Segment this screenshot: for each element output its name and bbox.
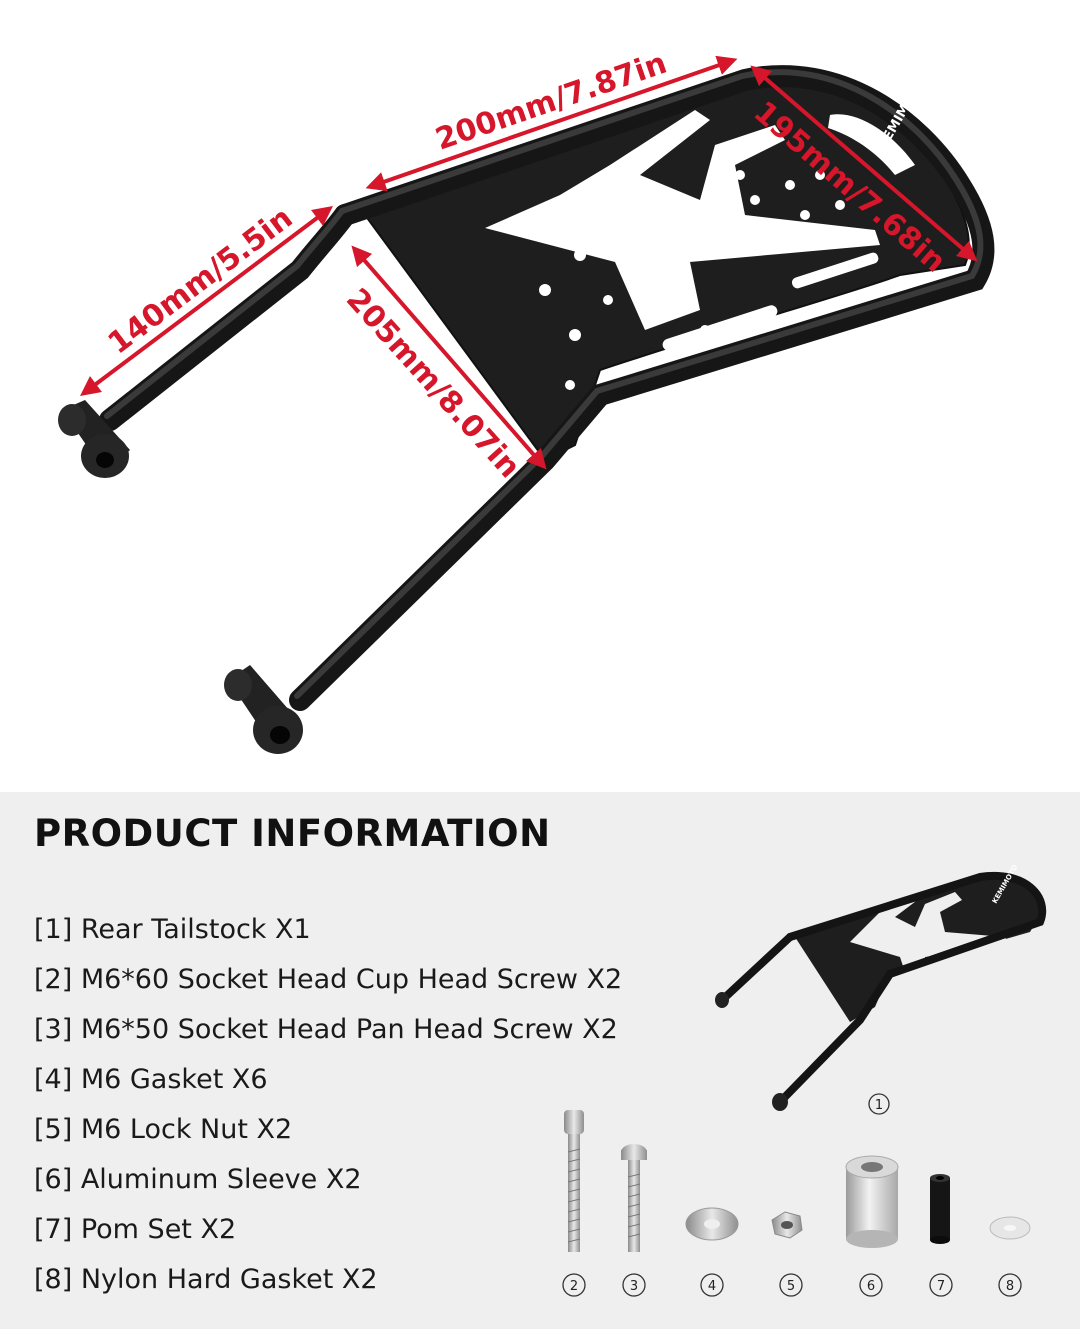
screw-m6-60 — [564, 1110, 584, 1252]
lock-nut-m6 — [771, 1211, 803, 1239]
list-item: [5] M6 Lock Nut X2 — [34, 1114, 293, 1145]
dimension-arrows — [80, 55, 978, 470]
callout-circle — [868, 1093, 890, 1115]
list-item: [8] Nylon Hard Gasket X2 — [34, 1264, 378, 1295]
list-item: [3] M6*50 Socket Head Pan Head Screw X2 — [34, 1014, 618, 1045]
product-information-panel: PRODUCT INFORMATION [1] Rear Tailstock X… — [0, 792, 1080, 1329]
list-item: [4] M6 Gasket X6 — [34, 1064, 268, 1095]
nylon-gasket — [989, 1216, 1031, 1240]
callout-number: 4 — [708, 1279, 716, 1294]
callout-number: 5 — [787, 1279, 795, 1294]
list-item: [7] Pom Set X2 — [34, 1214, 237, 1245]
hardware-parts: 2 3 4 5 6 7 8 — [562, 1110, 1031, 1297]
arrow-205mm — [351, 245, 547, 470]
list-item: [6] Aluminum Sleeve X2 — [34, 1164, 362, 1195]
arrow-140mm — [80, 205, 333, 397]
list-item: [1] Rear Tailstock X1 — [34, 914, 311, 945]
callout-number: 7 — [937, 1279, 945, 1294]
callout-number: 1 — [875, 1098, 883, 1113]
rack-thumbnail: KEMIMOTO 1 — [715, 863, 1047, 1115]
product-hero: KEMIMOTO 200mm/7.87in 195mm/7.68in 140mm… — [58, 45, 995, 754]
arrow-200mm — [365, 55, 738, 192]
callout-number: 8 — [1006, 1279, 1014, 1294]
callout-number: 2 — [570, 1279, 578, 1294]
callout-circles — [562, 1273, 1022, 1297]
parts-list: [1] Rear Tailstock X1 [2] M6*60 Socket H… — [34, 905, 622, 1305]
pom-sleeve — [930, 1174, 950, 1244]
section-title: PRODUCT INFORMATION — [34, 812, 551, 855]
callout-number: 3 — [630, 1279, 638, 1294]
gasket-m6 — [685, 1207, 739, 1241]
end-bushing-right — [224, 665, 303, 754]
arrow-195mm — [750, 65, 978, 262]
aluminum-sleeve — [845, 1155, 899, 1248]
rear-rack-illustration: KEMIMOTO 200mm/7.87in 195mm/7.68in 140mm… — [58, 46, 995, 754]
list-item: [2] M6*60 Socket Head Cup Head Screw X2 — [34, 964, 623, 995]
end-bushing-left — [58, 400, 130, 478]
screw-m6-50 — [621, 1144, 647, 1252]
callout-number: 6 — [867, 1279, 875, 1294]
